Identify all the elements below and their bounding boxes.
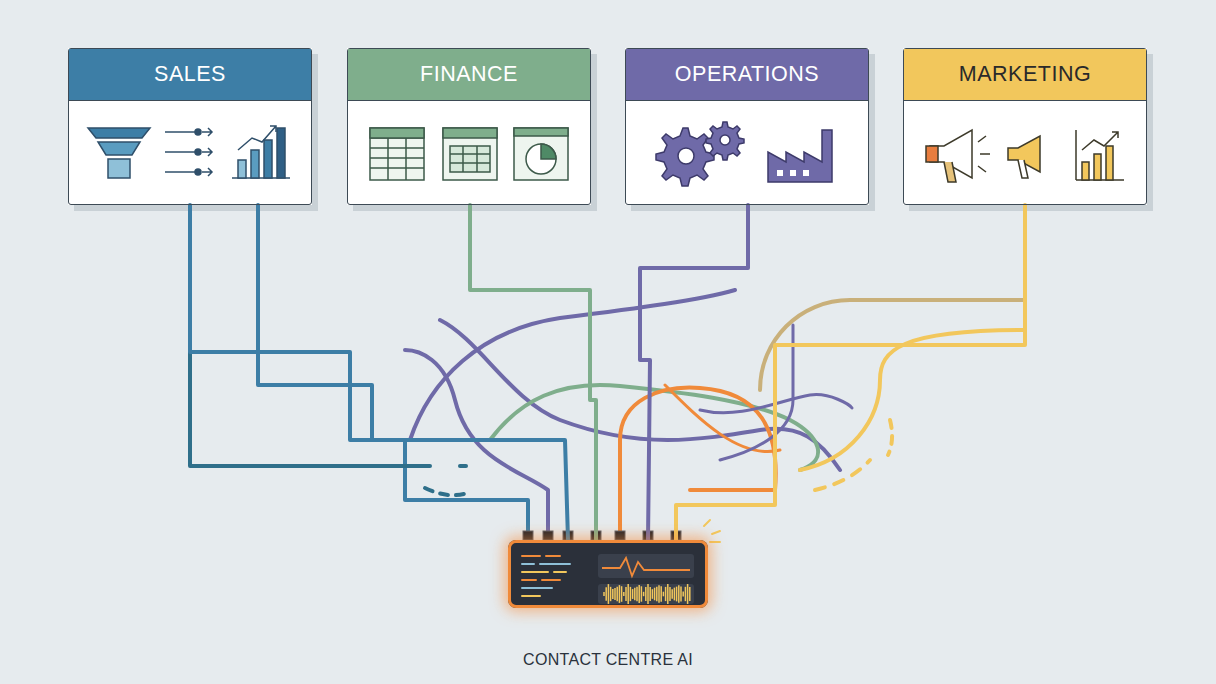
department-box: MARKETING [903, 48, 1147, 205]
ai-device: CONTACT CENTRE AI [508, 540, 708, 608]
department-title: SALES [69, 49, 311, 101]
connector-wire [640, 205, 748, 540]
department-box: FINANCE [347, 48, 591, 205]
connector-wire [676, 205, 1025, 540]
department-box: SALES [68, 48, 312, 205]
department-title: FINANCE [348, 49, 590, 101]
connector-wire [470, 205, 596, 540]
department-title: OPERATIONS [626, 49, 868, 101]
device-label: CONTACT CENTRE AI [523, 651, 693, 669]
department-title: MARKETING [904, 49, 1146, 101]
department-box: OPERATIONS [625, 48, 869, 205]
connector-wire [190, 205, 568, 540]
